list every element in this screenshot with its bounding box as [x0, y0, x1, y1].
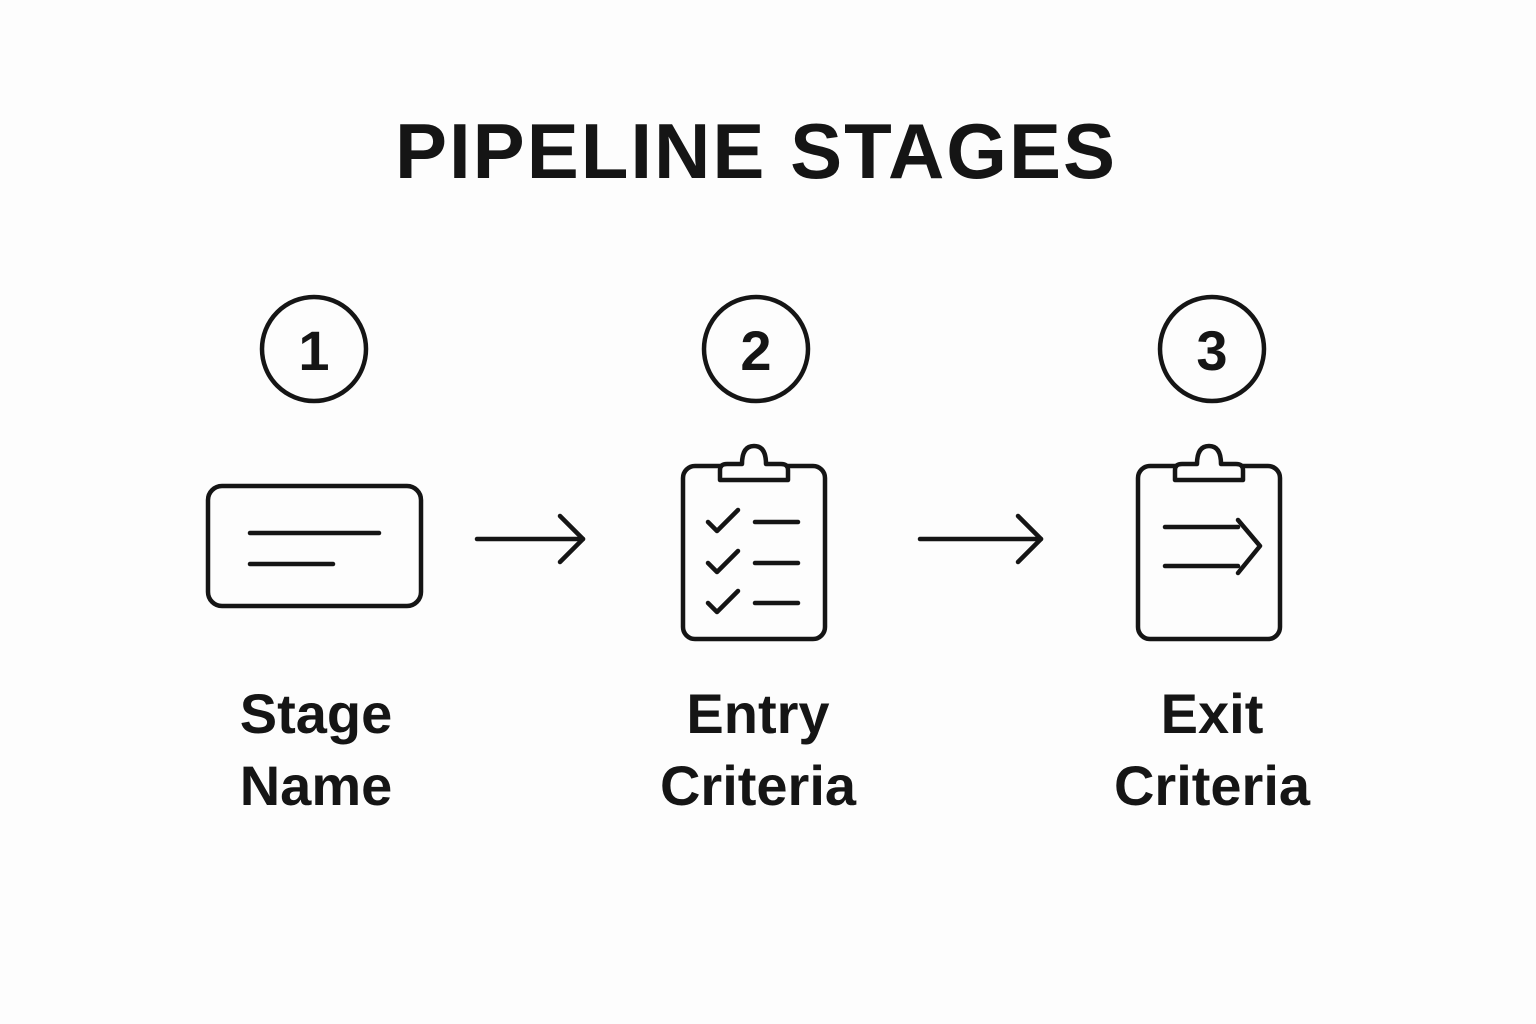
stage-3: 3 Exit Criteria — [1114, 294, 1311, 817]
stage-label-line1: Exit — [1161, 682, 1264, 745]
stage-label-line2: Name — [240, 754, 393, 817]
step-number-circle — [701, 294, 811, 404]
stage-label-line1: Stage — [240, 682, 393, 745]
stage-1: 1 Stage Name — [205, 294, 424, 817]
page-title: PIPELINE STAGES — [395, 107, 1117, 195]
clipboard-checklist-icon — [680, 443, 828, 642]
clipboard-arrow-icon — [1135, 443, 1283, 642]
step-number-circle — [1157, 294, 1267, 404]
arrow-right-icon — [917, 513, 1044, 565]
stage-2: 2 Entry Criteria — [660, 294, 857, 817]
stage-label-line1: Entry — [686, 682, 829, 745]
arrow-right-icon — [474, 513, 586, 565]
stage-label-line2: Criteria — [660, 754, 857, 817]
step-number: 2 — [740, 319, 771, 382]
step-number-circle — [259, 294, 369, 404]
stage-label-line2: Criteria — [1114, 754, 1311, 817]
step-number: 3 — [1196, 319, 1227, 382]
step-number: 1 — [298, 319, 329, 382]
card-icon — [205, 483, 424, 609]
